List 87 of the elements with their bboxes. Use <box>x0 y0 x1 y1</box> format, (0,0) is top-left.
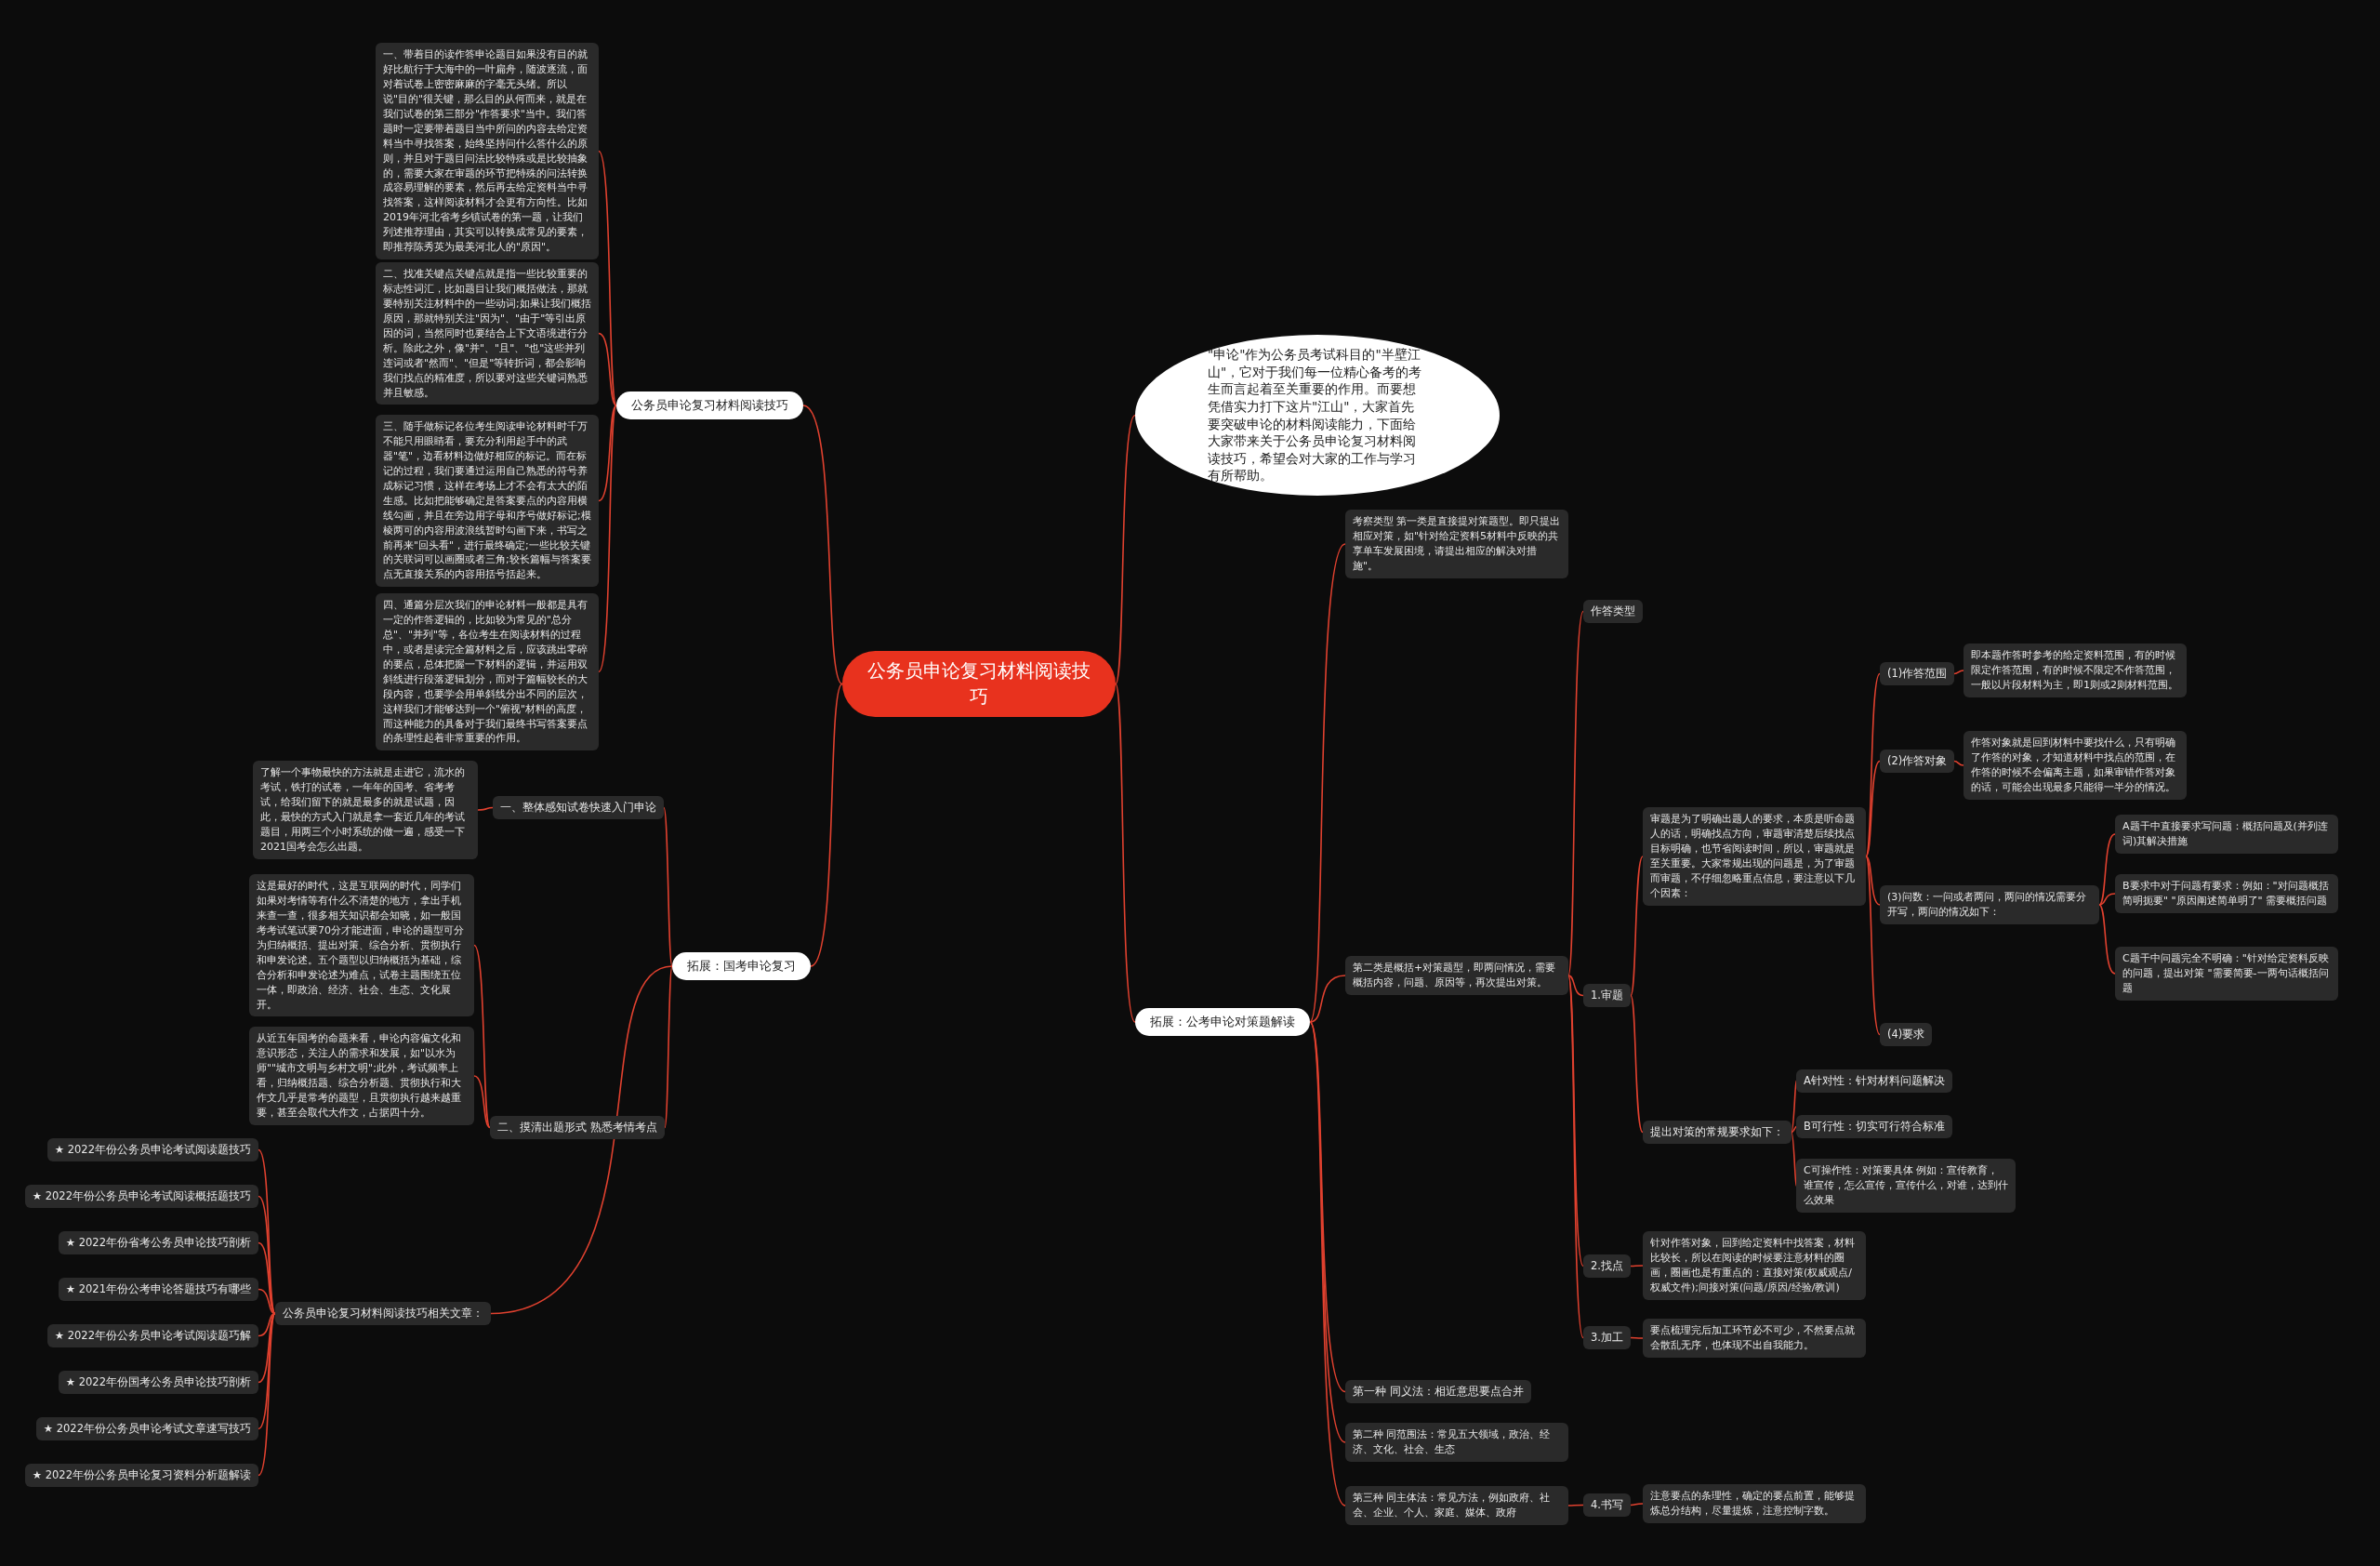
topic-label: 4.书写 <box>1583 1493 1631 1518</box>
topic-label: ★ 2022年份省考公务员申论技巧剖析 <box>58 1231 258 1255</box>
branch-topic: 拓展：公考申论对策题解读 <box>1135 1008 1310 1036</box>
connector-line <box>490 965 673 1315</box>
connector-line <box>810 683 843 967</box>
text-card: 四、通篇分层次我们的申论材料一般都是具有一定的作答逻辑的，比如较为常见的"总分总"、"并列"等，各位考生在阅读材料的过程中，或者是读完全篇材料之后，应该跳出零碎的要点，总体把握一下材料的逻辑，并运用双斜线进行段落逻辑划分，而对于篇幅较长的大段内容，也要学会用单斜线分出不同的层次，这样我们才能够达到一个"俯视"材料的高度，而这种能力的具备对于我们最终书写答案要点的条理性起着非常重要的作用。 <box>376 593 599 751</box>
intro-bubble: "申论"作为公务员考试科目的"半壁江山"，它对于我们每一位精心备考的考生而言起着至关重要的作用。而要想凭借实力打下这片"江山"，大家首先要突破申论的材料阅读能力，下面给大家带来关于公务员申论复习材料阅读技巧，希望会对大家的工作与学习有所帮助。 <box>1135 335 1500 496</box>
topic-label: 第一种 同义法：相近意思要点合并 <box>1345 1380 1531 1404</box>
connector-line <box>598 405 617 502</box>
connector-line <box>1791 1125 1797 1134</box>
text-card: 考察类型 第一类是直接提对策题型。即只提出相应对策，如"针对给定资料5材料中反映的共享单车发展困境，请提出相应的解决对措施"。 <box>1345 510 1568 578</box>
topic-label: 1.审题 <box>1583 984 1631 1008</box>
text-card: 即本题作答时参考的给定资料范围，有的时候限定作答范围，有的时候不限定不作答范围，一般以片段材料为主，即1则或2则材料范围。 <box>1964 644 2187 697</box>
topic-label: 作答类型 <box>1583 600 1643 624</box>
text-card: 第三种 同主体法：常见方法，例如政府、社会、企业、个人、家庭、媒体、政府 <box>1345 1486 1568 1525</box>
topic-label: 公务员申论复习材料阅读技巧相关文章： <box>275 1302 491 1326</box>
text-card: 了解一个事物最快的方法就是走进它，流水的考试，铁打的试卷，一年年的国考、省考考试，给我们留下的就是最多的就是试题，因此，最快的方式入门就是拿一套近几年的考试题目，用两三个小时系统的做一遍，感受一下2021国考会怎么出题。 <box>253 761 478 859</box>
connector-line <box>1567 975 1584 1339</box>
text-card: (3)问数：一问或者两问，两问的情况需要分开写，两问的情况如下： <box>1880 885 2099 924</box>
connector-line <box>1865 856 1881 1036</box>
topic-label: 一、整体感知试卷快速入门申论 <box>493 796 664 820</box>
connector-line <box>598 150 617 406</box>
connector-line <box>663 806 673 967</box>
text-card: 审题是为了明确出题人的要求，本质是听命题人的话，明确找点方向，审题审清楚后续找点目标明确，也节省阅读时间，所以，审题就是至关重要。大家常规出现的问题是，为了审题而审题，不仔细忽略重点信息，要注意以下几个因素： <box>1643 807 1866 906</box>
connector-line <box>664 965 673 1129</box>
text-card: A题干中直接要求写问题：概括问题及(并列连词)其解决措施 <box>2115 815 2338 854</box>
connector-line <box>1865 856 1881 906</box>
connector-line <box>477 806 494 811</box>
text-card: 要点梳理完后加工环节必不可少，不然要点就会散乱无序，也体现不出自我能力。 <box>1643 1319 1866 1358</box>
text-card: 第二类是概括+对策题型，即两问情况，需要概括内容，问题、原因等，再次提出对策。 <box>1345 956 1568 995</box>
topic-label: 2.找点 <box>1583 1254 1631 1279</box>
connector-line <box>802 405 843 685</box>
text-card: 注意要点的条理性，确定的要点前置，能够提炼总分结构，尽量提炼，注意控制字数。 <box>1643 1484 1866 1523</box>
topic-label: (1)作答范围 <box>1880 662 1955 686</box>
connector-line <box>258 1312 276 1384</box>
text-card: C题干中问题完全不明确："针对给定资料反映的问题，提出对策 "需要简要-一两句话概括问题 <box>2115 947 2338 1001</box>
central-topic: 公务员申论复习材料阅读技巧 <box>842 651 1116 717</box>
connector-line <box>1567 975 1584 997</box>
connector-line <box>1865 672 1881 857</box>
connector-line <box>258 1241 276 1315</box>
connector-line <box>1630 1265 1644 1267</box>
connector-line <box>473 1075 491 1129</box>
connector-line <box>1630 1336 1644 1339</box>
connector-line <box>1953 760 1964 766</box>
text-card: 二、找准关键点关键点就是指一些比较重要的标志性词汇，比如题目让我们概括做法，那就要特别关注材料中的一些动词;如果让我们概括原因，那就特别关注"因为"、"由于"等引出原因的词，当然同时也要结合上下文语境进行分析。除此之外，像"并"、"且"、"也"这些并列连词或者"然而"、"但是"等转折词，都会影响我们找点的精准度，所以要对这些关键词熟悉并且敏感。 <box>376 262 599 405</box>
connector-line <box>1309 975 1346 1023</box>
branch-topic: 拓展：国考申论复习 <box>672 952 811 980</box>
text-card: B要求中对于问题有要求：例如："对问题概括简明扼要" "原因阐述简单明了" 需要概括问题 <box>2115 874 2338 913</box>
connector-line <box>1630 1503 1644 1506</box>
text-card: 从近五年国考的命题来看，申论内容偏文化和意识形态，关注人的需求和发展，如"以水为师""城市文明与乡村文明";此外，考试频率上看，归纳概括题、综合分析题、贯彻执行和大作文几乎是常考的题型，且贯彻执行越来越重要，甚至会取代大作文，占据四十分。 <box>249 1027 474 1125</box>
connector-line <box>598 332 617 406</box>
topic-label: ★ 2022年份公务员申论考试阅读题巧解 <box>46 1324 258 1348</box>
connector-line <box>1865 760 1881 857</box>
topic-label: (4)要求 <box>1880 1023 1933 1047</box>
topic-label: ★ 2022年份公务员申论考试文章速写技巧 <box>35 1417 258 1441</box>
connector-line <box>258 1312 276 1337</box>
topic-label: 二、摸清出题形式 熟悉考情考点 <box>490 1116 665 1140</box>
connector-line <box>1567 1504 1584 1506</box>
connector-line <box>2098 893 2116 906</box>
topic-label: ★ 2022年份国考公务员申论技巧剖析 <box>58 1371 258 1395</box>
connector-line <box>598 405 617 673</box>
connector-line <box>1630 856 1644 997</box>
text-card: 这是最好的时代，这是互联网的时代，同学们如果对考情等有什么不清楚的地方，拿出手机来查一查，很多相关知识都会知晓，如一般国考考试笔试要70分才能进面，申论的题型可分为归纳概括、提出对策、综合分析、贯彻执行和申发论述。五个题型以归纳概括为基础，综合分析和申发论述为难点，试卷主题围绕五位一体，即政治、经济、社会、生态、文化展开。 <box>249 874 474 1017</box>
topic-label: A针对性：针对材料问题解决 <box>1796 1069 1952 1094</box>
text-card: 针对作答对象，回到给定资料中找答案，材料比较长，所以在阅读的时候要注意材料的圈画，圈画也是有重点的：直接对策(权威观点/权威文件);间接对策(问题/原因/经验/教训) <box>1643 1231 1866 1300</box>
connector-line <box>2098 833 2116 906</box>
topic-label: (2)作答对象 <box>1880 750 1955 774</box>
branch-topic: 公务员申论复习材料阅读技巧 <box>616 392 803 419</box>
topic-label: ★ 2022年份公务员申论复习资料分析题解读 <box>24 1464 258 1488</box>
text-card: 第二种 同范围法：常见五大领域，政治、经济、文化、社会、生态 <box>1345 1423 1568 1462</box>
topic-label: 提出对策的常规要求如下： <box>1643 1121 1792 1145</box>
topic-label: ★ 2021年份公考申论答题技巧有哪些 <box>58 1278 258 1302</box>
connector-line <box>258 1288 276 1315</box>
text-card: 作答对象就是回到材料中要找什么，只有明确了作答的对象，才知道材料中找点的范围，在作答的时候不会偏离主题，如果审错作答对象的话，可能会出现最多只能得一半分的情况。 <box>1964 731 2187 800</box>
connector-line <box>1309 543 1346 1023</box>
text-card: 一、带着目的读作答申论题目如果没有目的就好比航行于大海中的一叶扁舟，随波逐流，面对着试卷上密密麻麻的字毫无头绪。所以说"目的"很关键，那么目的从何而来，就是在我们试卷的第三部分"作答要求"当中。我们答题时一定要带着题目当中所问的内容去给定资料当中寻找答案，始终坚持问什么答什么的原则，并且对于题目问法比较特殊或是比较抽象的，需要大家在审题的环节把特殊的问法转换成容易理解的要素，然后再去给定资料当中寻找答案，这样阅读材料才会更有方向性。比如2019年河北省考乡镇试卷的第一题，让我们列述推荐理由，其实可以转换成常见的要素，即推荐陈秀英为最美河北人的"原因"。 <box>376 43 599 260</box>
connector-line <box>1567 975 1584 1267</box>
connector-line <box>1630 994 1644 1134</box>
topic-label: 3.加工 <box>1583 1326 1631 1350</box>
text-card: 三、随手做标记各位考生阅读申论材料时千万不能只用眼睛看，要充分利用起手中的武器"笔"，边看材料边做好相应的标记。而在标记的过程，我们要通过运用自己熟悉的符号养成标记习惯，这样在考场上才不会有太大的陌生感。比如把能够确定是答案要点的内容用横线勾画，并且在旁边用字母和序号做好标记;模棱两可的内容用波浪线暂时勾画下来，书写之前再来"回头看"，进行最终确定;一些比较关键的关联词可以画圈或者三角;较长篇幅与答案要点无直接关系的内容用括号括起来。 <box>376 415 599 588</box>
connector-line <box>1567 610 1584 976</box>
text-card: C可操作性：对策要具体 例如：宣传教育，谁宣传，怎么宣传，宣传什么，对谁，达到什么效果 <box>1796 1159 2016 1213</box>
topic-label: ★ 2022年份公务员申论考试阅读概括题技巧 <box>24 1185 258 1209</box>
topic-label: ★ 2022年份公务员申论考试阅读题技巧 <box>46 1138 258 1162</box>
connector-line <box>1953 670 1964 675</box>
connector-line <box>2098 904 2116 975</box>
topic-label: B可行性：切实可行符合标准 <box>1796 1115 1952 1139</box>
